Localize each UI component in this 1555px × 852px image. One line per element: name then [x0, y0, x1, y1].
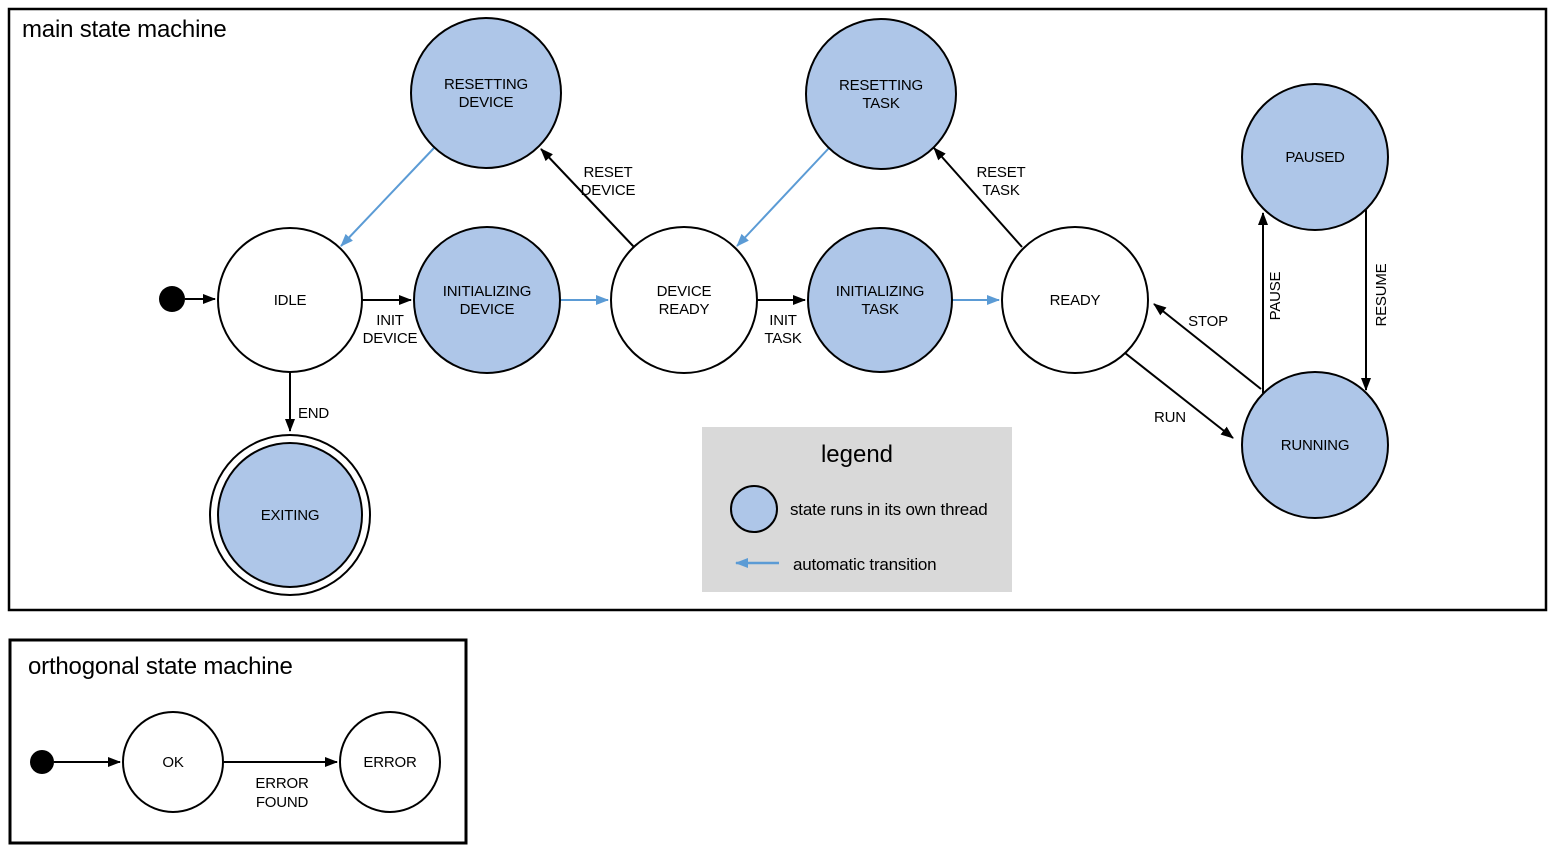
state-initializing-device-label: DEVICE: [460, 301, 515, 318]
orthogonal-state-machine-initial-state-dot: [30, 750, 54, 774]
state-resetting-device: [410, 17, 562, 169]
transition-ready-to-resetting-task-label: TASK: [982, 182, 1019, 199]
transition-idle-to-exiting-label: END: [298, 405, 329, 422]
main-state-machine-frame: [7, 7, 1548, 612]
transition-ready-to-resetting-task: [933, 147, 1023, 248]
state-device-ready: [610, 226, 758, 374]
orthogonal-state-machine-frame: [8, 638, 468, 845]
state-initializing-task-label: INITIALIZING: [836, 283, 924, 300]
transition-ready-to-resetting-task-label: RESET: [976, 164, 1025, 181]
transition-ok-to-error-label: FOUND: [256, 794, 309, 811]
state-running-label: RUNNING: [1281, 437, 1350, 454]
state-error-label: ERROR: [363, 754, 417, 771]
transition-running-to-ready-label: STOP: [1188, 313, 1228, 330]
legend-threaded-state-label: state runs in its own thread: [790, 500, 988, 519]
state-resetting-task-label: RESETTING: [839, 77, 923, 94]
state-ready-label: READY: [1050, 292, 1101, 309]
state-resetting-task: [805, 18, 957, 170]
transition-ready-to-running: [1124, 352, 1234, 439]
state-paused-label: PAUSED: [1285, 149, 1345, 166]
legend-title: legend: [821, 441, 893, 468]
transition-ready-to-running-label: RUN: [1154, 409, 1186, 426]
state-exiting: [217, 442, 363, 588]
state-resetting-device-label: DEVICE: [459, 94, 514, 111]
state-ready: [1001, 226, 1149, 374]
transition-device-ready-to-initializing-task-label: INIT: [769, 312, 797, 329]
state-resetting-task-label: TASK: [862, 95, 899, 112]
state-initializing-task: [807, 227, 953, 373]
main-state-machine-title: main state machine: [22, 16, 227, 43]
transition-device-ready-to-initializing-task-label: TASK: [764, 330, 801, 347]
state-initializing-device-label: INITIALIZING: [443, 283, 531, 300]
state-paused: [1241, 83, 1389, 231]
state-initializing-device: [413, 226, 561, 374]
transition-device-ready-to-resetting-device-label: DEVICE: [581, 182, 636, 199]
state-ok-label: OK: [162, 754, 183, 771]
transition-resetting-device-to-idle-auto: [340, 147, 435, 247]
orthogonal-state-machine-title: orthogonal state machine: [28, 653, 293, 680]
state-initializing-task-label: TASK: [861, 301, 898, 318]
state-idle: [217, 227, 363, 373]
transition-idle-to-initializing-device-label: DEVICE: [363, 330, 418, 347]
main-state-machine-initial-state-dot: [159, 286, 185, 312]
transition-paused-to-running-label: RESUME: [1373, 263, 1390, 326]
transition-idle-to-initializing-device-label: INIT: [376, 312, 404, 329]
state-device-ready-label: READY: [659, 301, 710, 318]
state-resetting-device-label: RESETTING: [444, 76, 528, 93]
state-error: [339, 711, 441, 813]
state-running: [1241, 371, 1389, 519]
state-ok: [122, 711, 224, 813]
state-exiting-label: EXITING: [261, 507, 320, 524]
transition-ok-to-error-label: ERROR: [255, 775, 309, 792]
state-device-ready-label: DEVICE: [657, 283, 712, 300]
transition-running-to-paused-label: PAUSE: [1267, 271, 1284, 320]
legend-threaded-state-swatch: [730, 485, 778, 533]
transition-resetting-task-to-device-ready-auto: [736, 147, 830, 247]
transition-running-to-ready: [1153, 303, 1262, 390]
legend-auto-transition-label: automatic transition: [793, 555, 936, 574]
transition-device-ready-to-resetting-device-label: RESET: [583, 164, 632, 181]
state-idle-label: IDLE: [274, 292, 307, 309]
transition-device-ready-to-resetting-device: [540, 148, 635, 248]
